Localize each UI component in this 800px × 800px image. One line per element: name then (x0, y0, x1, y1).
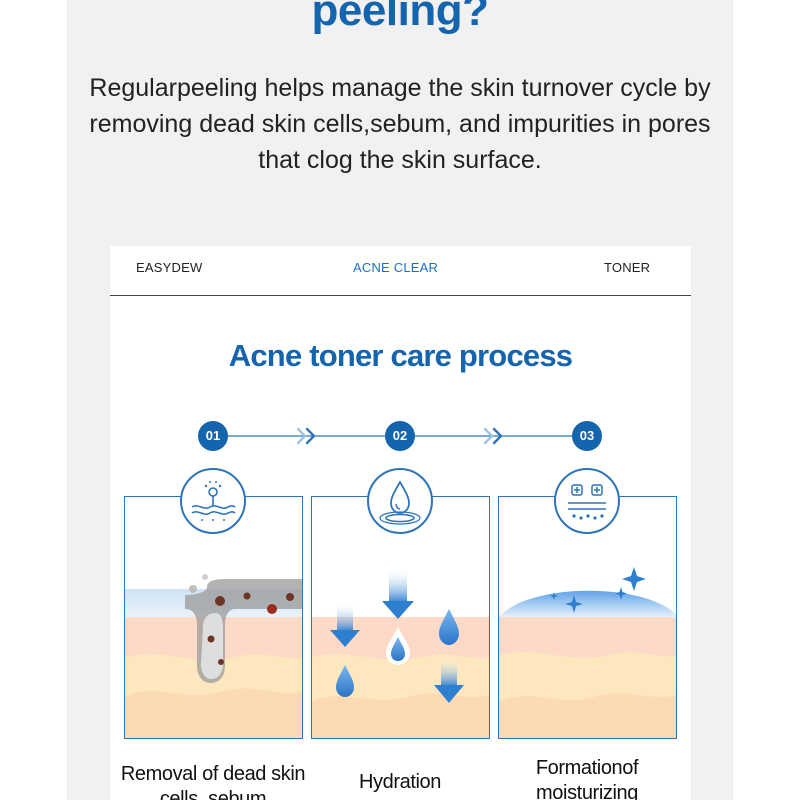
product-card: EASYDEW ACNE CLEAR TONER Acne toner care… (110, 246, 691, 800)
sparkle-icon (550, 567, 646, 613)
step-2-illustration (311, 496, 490, 739)
step-number-1: 01 (198, 421, 228, 451)
pore-cleansing-icon (180, 468, 246, 534)
tab-acne-clear[interactable]: ACNE CLEAR (353, 260, 439, 275)
step-number-2: 02 (385, 421, 415, 451)
tab-easydew[interactable]: EASYDEW (136, 260, 203, 275)
chevron-right-icon (483, 427, 503, 445)
page-headline: peeling? (311, 0, 489, 35)
step-1-illustration (124, 496, 303, 739)
step-2-label: Hydration (359, 771, 441, 793)
tab-toner[interactable]: TONER (604, 260, 651, 275)
step-1-label: Removal of dead skin cells, sebum (120, 763, 306, 800)
arrow-down-icon (434, 657, 464, 703)
process-title: Acne toner care process (228, 338, 573, 373)
product-tabs: EASYDEW ACNE CLEAR TONER (110, 246, 691, 296)
step-3-label: Formationof moisturizing (535, 757, 639, 800)
process-stepper: 01 02 03 (110, 418, 691, 454)
intro-paragraph: Regularpeeling helps manage the skin tur… (89, 74, 711, 174)
arrow-down-icon (382, 567, 414, 619)
stepper-connectors (228, 427, 572, 445)
water-drop-icon (367, 468, 433, 534)
chevron-right-icon (296, 427, 316, 445)
step-number-3: 03 (572, 421, 602, 451)
arrow-down-icon (330, 602, 360, 647)
moisture-barrier-icon (554, 468, 620, 534)
step-3-illustration (498, 496, 677, 739)
